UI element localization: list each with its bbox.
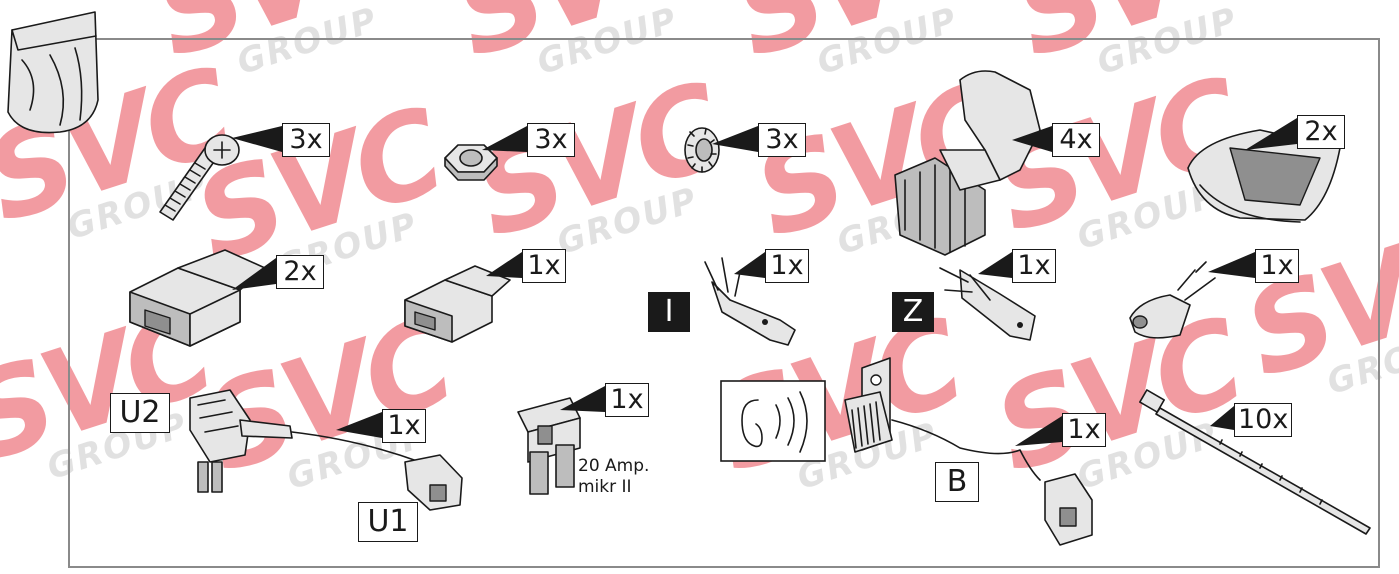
terminal-small-icon — [1129, 261, 1216, 339]
quantity-buzzer: 1x — [1062, 413, 1106, 447]
quantity-fuse: 1x — [605, 383, 649, 417]
terminal-z-leader — [978, 252, 1012, 278]
connector-small-leader — [486, 252, 522, 278]
quantity-connector-large: 2x — [276, 255, 324, 289]
wire-adapter-icon — [189, 389, 463, 511]
connector-small-icon — [404, 265, 511, 343]
screw-leader — [232, 126, 282, 152]
quantity-cable-tie: 10x — [1234, 403, 1292, 437]
quantity-washer: 3x — [758, 123, 806, 157]
connector-large-leader — [232, 258, 276, 290]
washer-leader — [712, 126, 758, 152]
quantity-screw: 3x — [282, 123, 330, 157]
terminal-small-leader — [1208, 252, 1255, 278]
quantity-terminal-i: 1x — [765, 249, 809, 283]
quantity-terminal-small: 1x — [1255, 249, 1299, 283]
adhesive-pad-icon — [1187, 129, 1341, 223]
label-buzzer-b: B — [935, 462, 979, 502]
terminal-i-leader — [734, 252, 765, 278]
quantity-clip: 4x — [1052, 123, 1100, 157]
buzzer-icon — [844, 357, 1093, 546]
buzzer-leader — [1015, 416, 1062, 446]
wire-adapter-leader — [336, 412, 382, 438]
label-adapter-u1: U1 — [358, 502, 418, 542]
washer-icon — [684, 127, 720, 173]
cable-tie-leader — [1210, 406, 1234, 430]
quantity-nut: 3x — [527, 123, 575, 157]
label-adapter-u2: U2 — [110, 393, 170, 433]
pad-leader — [1245, 118, 1297, 150]
connector-large-icon — [129, 249, 266, 347]
nut-icon — [444, 144, 498, 181]
clip-icon — [894, 70, 1041, 256]
quantity-wire-adapter: 1x — [382, 409, 426, 443]
fuse-rating-note: 20 Amp. mikr II — [578, 456, 650, 497]
cable-tie-icon — [1139, 389, 1371, 535]
fuse-leader — [560, 386, 605, 412]
quantity-pad: 2x — [1297, 115, 1345, 149]
parts-bag-icon — [7, 11, 99, 134]
fuse-icon — [517, 397, 581, 495]
label-terminal-z: Z — [892, 292, 934, 332]
screw-icon — [159, 134, 240, 221]
ear-sound-icon — [720, 380, 826, 462]
clip-leader — [1012, 126, 1052, 152]
parts-frame — [68, 38, 1380, 568]
nut-leader — [482, 126, 527, 152]
quantity-terminal-z: 1x — [1012, 249, 1056, 283]
label-terminal-i: I — [648, 292, 690, 332]
terminal-i-icon — [704, 257, 796, 346]
terminal-z-icon — [939, 267, 1036, 341]
quantity-connector-small: 1x — [522, 249, 566, 283]
